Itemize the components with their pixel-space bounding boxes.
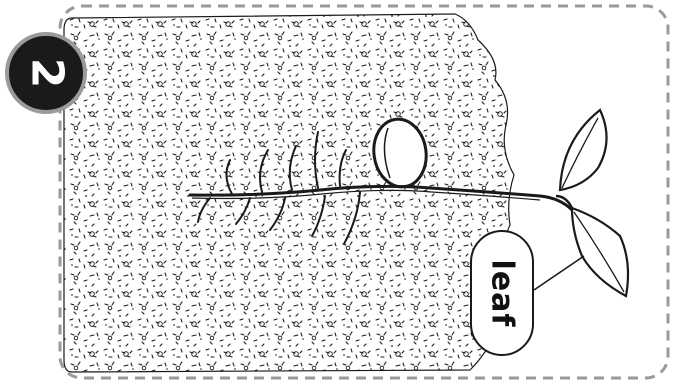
step-number-badge: 2 bbox=[5, 32, 87, 114]
step-number: 2 bbox=[24, 58, 68, 89]
leaf-label-text: leaf bbox=[485, 259, 520, 327]
label-leader-line bbox=[534, 256, 584, 290]
leaf-label: leaf bbox=[470, 230, 534, 356]
